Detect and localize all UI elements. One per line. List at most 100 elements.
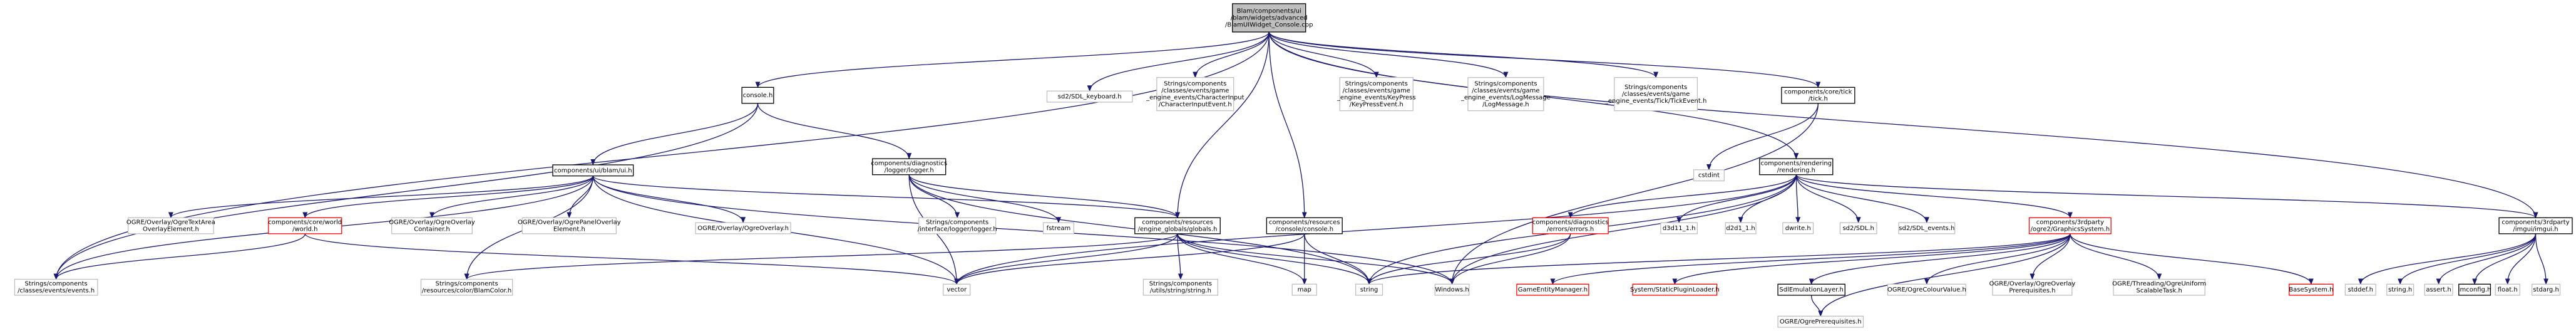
node-fstream[interactable]: fstream [1042, 222, 1074, 234]
node-logger[interactable]: components/diagnostics/logger/logger.h [871, 158, 947, 176]
node-textarea[interactable]: OGRE/Overlay/OgreTextAreaOverlayElement.… [126, 217, 215, 234]
node-entitymanager[interactable]: GameEntityManager.h [1516, 283, 1589, 296]
node-box-graphicssystem[interactable] [2028, 217, 2112, 234]
node-sdl[interactable]: sd2/SDL.h [1839, 222, 1877, 234]
node-box-dwrite[interactable] [1782, 222, 1814, 234]
node-box-d3d11[interactable] [1660, 222, 1698, 234]
node-imconfig[interactable]: imconfig.h [2458, 283, 2491, 296]
node-stdarg[interactable]: stdarg.h [2532, 283, 2561, 296]
node-stddef[interactable]: stddef.h [2344, 283, 2376, 296]
node-box-globals[interactable] [1134, 217, 1221, 234]
node-blamui[interactable]: components/ui/blam/ui.h [552, 164, 634, 177]
node-rendering[interactable]: components/rendering/rendering.h [1759, 158, 1834, 176]
node-box-charinput[interactable] [1156, 76, 1234, 112]
node-box-tickevent[interactable] [1614, 76, 1698, 112]
node-graphicssystem[interactable]: components/3rdparty/ogre2/GraphicsSystem… [2028, 217, 2112, 234]
node-box-sdl_events[interactable] [1898, 222, 1956, 234]
node-string[interactable]: string [1355, 283, 1383, 296]
node-box-sdlemulation[interactable] [1777, 283, 1845, 296]
node-console[interactable]: console.h [741, 87, 774, 104]
node-errors[interactable]: components/diagnostics/errors/errors.h [1532, 217, 1609, 234]
node-imgui[interactable]: components/3rdparty/imgui/imgui.h [2498, 217, 2573, 234]
node-float[interactable]: float.h [2495, 283, 2520, 296]
node-box-console[interactable] [741, 87, 774, 104]
node-box-d2d1[interactable] [1725, 222, 1757, 234]
node-sdl_events[interactable]: sd2/SDL_events.h [1898, 222, 1956, 234]
node-pluginloader[interactable]: System/StaticPluginLoader.h [1630, 283, 1720, 296]
node-world[interactable]: components/core/world/world.h [268, 217, 342, 234]
node-box-imconfig[interactable] [2458, 283, 2491, 296]
node-box-map[interactable] [1291, 283, 1317, 296]
node-box-overlaycontainer[interactable] [391, 217, 473, 234]
node-stringh[interactable]: Strings/components/utils/string/string.h [1142, 278, 1218, 296]
node-box-imgui[interactable] [2498, 217, 2573, 234]
node-ogreoverlay[interactable]: OGRE/Overlay/OgreOverlay.h [695, 222, 791, 234]
node-box-errors[interactable] [1532, 217, 1609, 234]
node-d3d11[interactable]: d3d11_1.h [1660, 222, 1698, 234]
node-sdlemulation[interactable]: SdlEmulationLayer.h [1777, 283, 1845, 296]
node-box-pluginloader[interactable] [1632, 283, 1718, 296]
node-windows[interactable]: Windows.h [1434, 283, 1470, 296]
node-tick[interactable]: components/core/tick/tick.h [1781, 87, 1855, 104]
node-box-events[interactable] [14, 278, 98, 296]
node-box-windows[interactable] [1434, 283, 1470, 296]
node-box-blamcolor[interactable] [420, 278, 513, 296]
node-root[interactable]: Blam/components/ui/blam/widgets/advanced… [1225, 3, 1313, 33]
node-box-fstream[interactable] [1042, 222, 1074, 234]
node-cstdint[interactable]: cstdint [1693, 169, 1725, 182]
node-box-interface_logger[interactable] [918, 217, 997, 234]
node-box-string[interactable] [1355, 283, 1383, 296]
node-assert[interactable]: assert.h [2424, 283, 2453, 296]
node-box-ogreprereq[interactable] [1777, 315, 1864, 328]
node-vector[interactable]: vector [943, 283, 971, 296]
node-box-cstdint[interactable] [1693, 169, 1725, 182]
node-box-ogreoverlay[interactable] [695, 222, 791, 234]
node-blamcolor[interactable]: Strings/components/resources/color/BlamC… [420, 278, 513, 296]
node-box-float[interactable] [2495, 283, 2520, 296]
node-box-tick[interactable] [1781, 87, 1855, 104]
node-box-textarea[interactable] [128, 217, 214, 234]
node-sdl_keyboard[interactable]: sd2/SDL_keyboard.h [1046, 90, 1133, 103]
node-box-world[interactable] [268, 217, 342, 234]
node-box-threading[interactable] [2113, 278, 2205, 296]
node-box-panel[interactable] [521, 217, 617, 234]
node-map[interactable]: map [1291, 283, 1317, 296]
node-interface_logger[interactable]: Strings/components/interface/logger/logg… [918, 217, 997, 234]
node-box-logger[interactable] [872, 158, 947, 176]
node-basesystem[interactable]: BaseSystem.h [2289, 283, 2334, 296]
node-dwrite[interactable]: dwrite.h [1782, 222, 1814, 234]
node-box-basesystem[interactable] [2289, 283, 2334, 296]
node-globals[interactable]: components/resources/engine_globals/glob… [1134, 217, 1221, 234]
node-colourvalue[interactable]: OGRE/OgreColourValue.h [1887, 283, 1966, 296]
node-box-stringh2[interactable] [2386, 283, 2414, 296]
node-box-stddef[interactable] [2344, 283, 2376, 296]
node-box-sdl_keyboard[interactable] [1046, 90, 1133, 103]
node-res_console[interactable]: components/resources/console/console.h [1266, 217, 1343, 234]
node-box-blamui[interactable] [552, 164, 634, 177]
node-box-res_console[interactable] [1266, 217, 1343, 234]
node-box-vector[interactable] [943, 283, 971, 296]
node-box-rendering[interactable] [1759, 158, 1834, 176]
node-box-sdl[interactable] [1839, 222, 1877, 234]
node-box-stringh[interactable] [1142, 278, 1218, 296]
node-box-logmessage[interactable] [1467, 76, 1544, 112]
node-events[interactable]: Strings/components/classes/events/events… [14, 278, 98, 296]
node-box-keypress[interactable] [1339, 76, 1414, 112]
node-logmessage[interactable]: Strings/components/classes/events/game_e… [1460, 76, 1551, 112]
node-ogreprereq[interactable]: OGRE/OgrePrerequisites.h [1777, 315, 1864, 328]
node-box-entitymanager[interactable] [1516, 283, 1589, 296]
node-stringh2[interactable]: string.h [2386, 283, 2414, 296]
node-box-colourvalue[interactable] [1887, 283, 1966, 296]
node-box-root[interactable] [1232, 3, 1306, 33]
node-keypress[interactable]: Strings/components/classes/events/game_e… [1337, 76, 1416, 112]
node-box-assert[interactable] [2424, 283, 2453, 296]
node-tickevent[interactable]: Strings/components/classes/events/game_e… [1604, 76, 1706, 112]
node-d2d1[interactable]: d2d1_1.h [1725, 222, 1757, 234]
node-charinput[interactable]: Strings/components/classes/events/game_e… [1146, 76, 1244, 112]
node-box-stdarg[interactable] [2532, 283, 2561, 296]
node-box-overlayprereq[interactable] [1992, 278, 2073, 296]
